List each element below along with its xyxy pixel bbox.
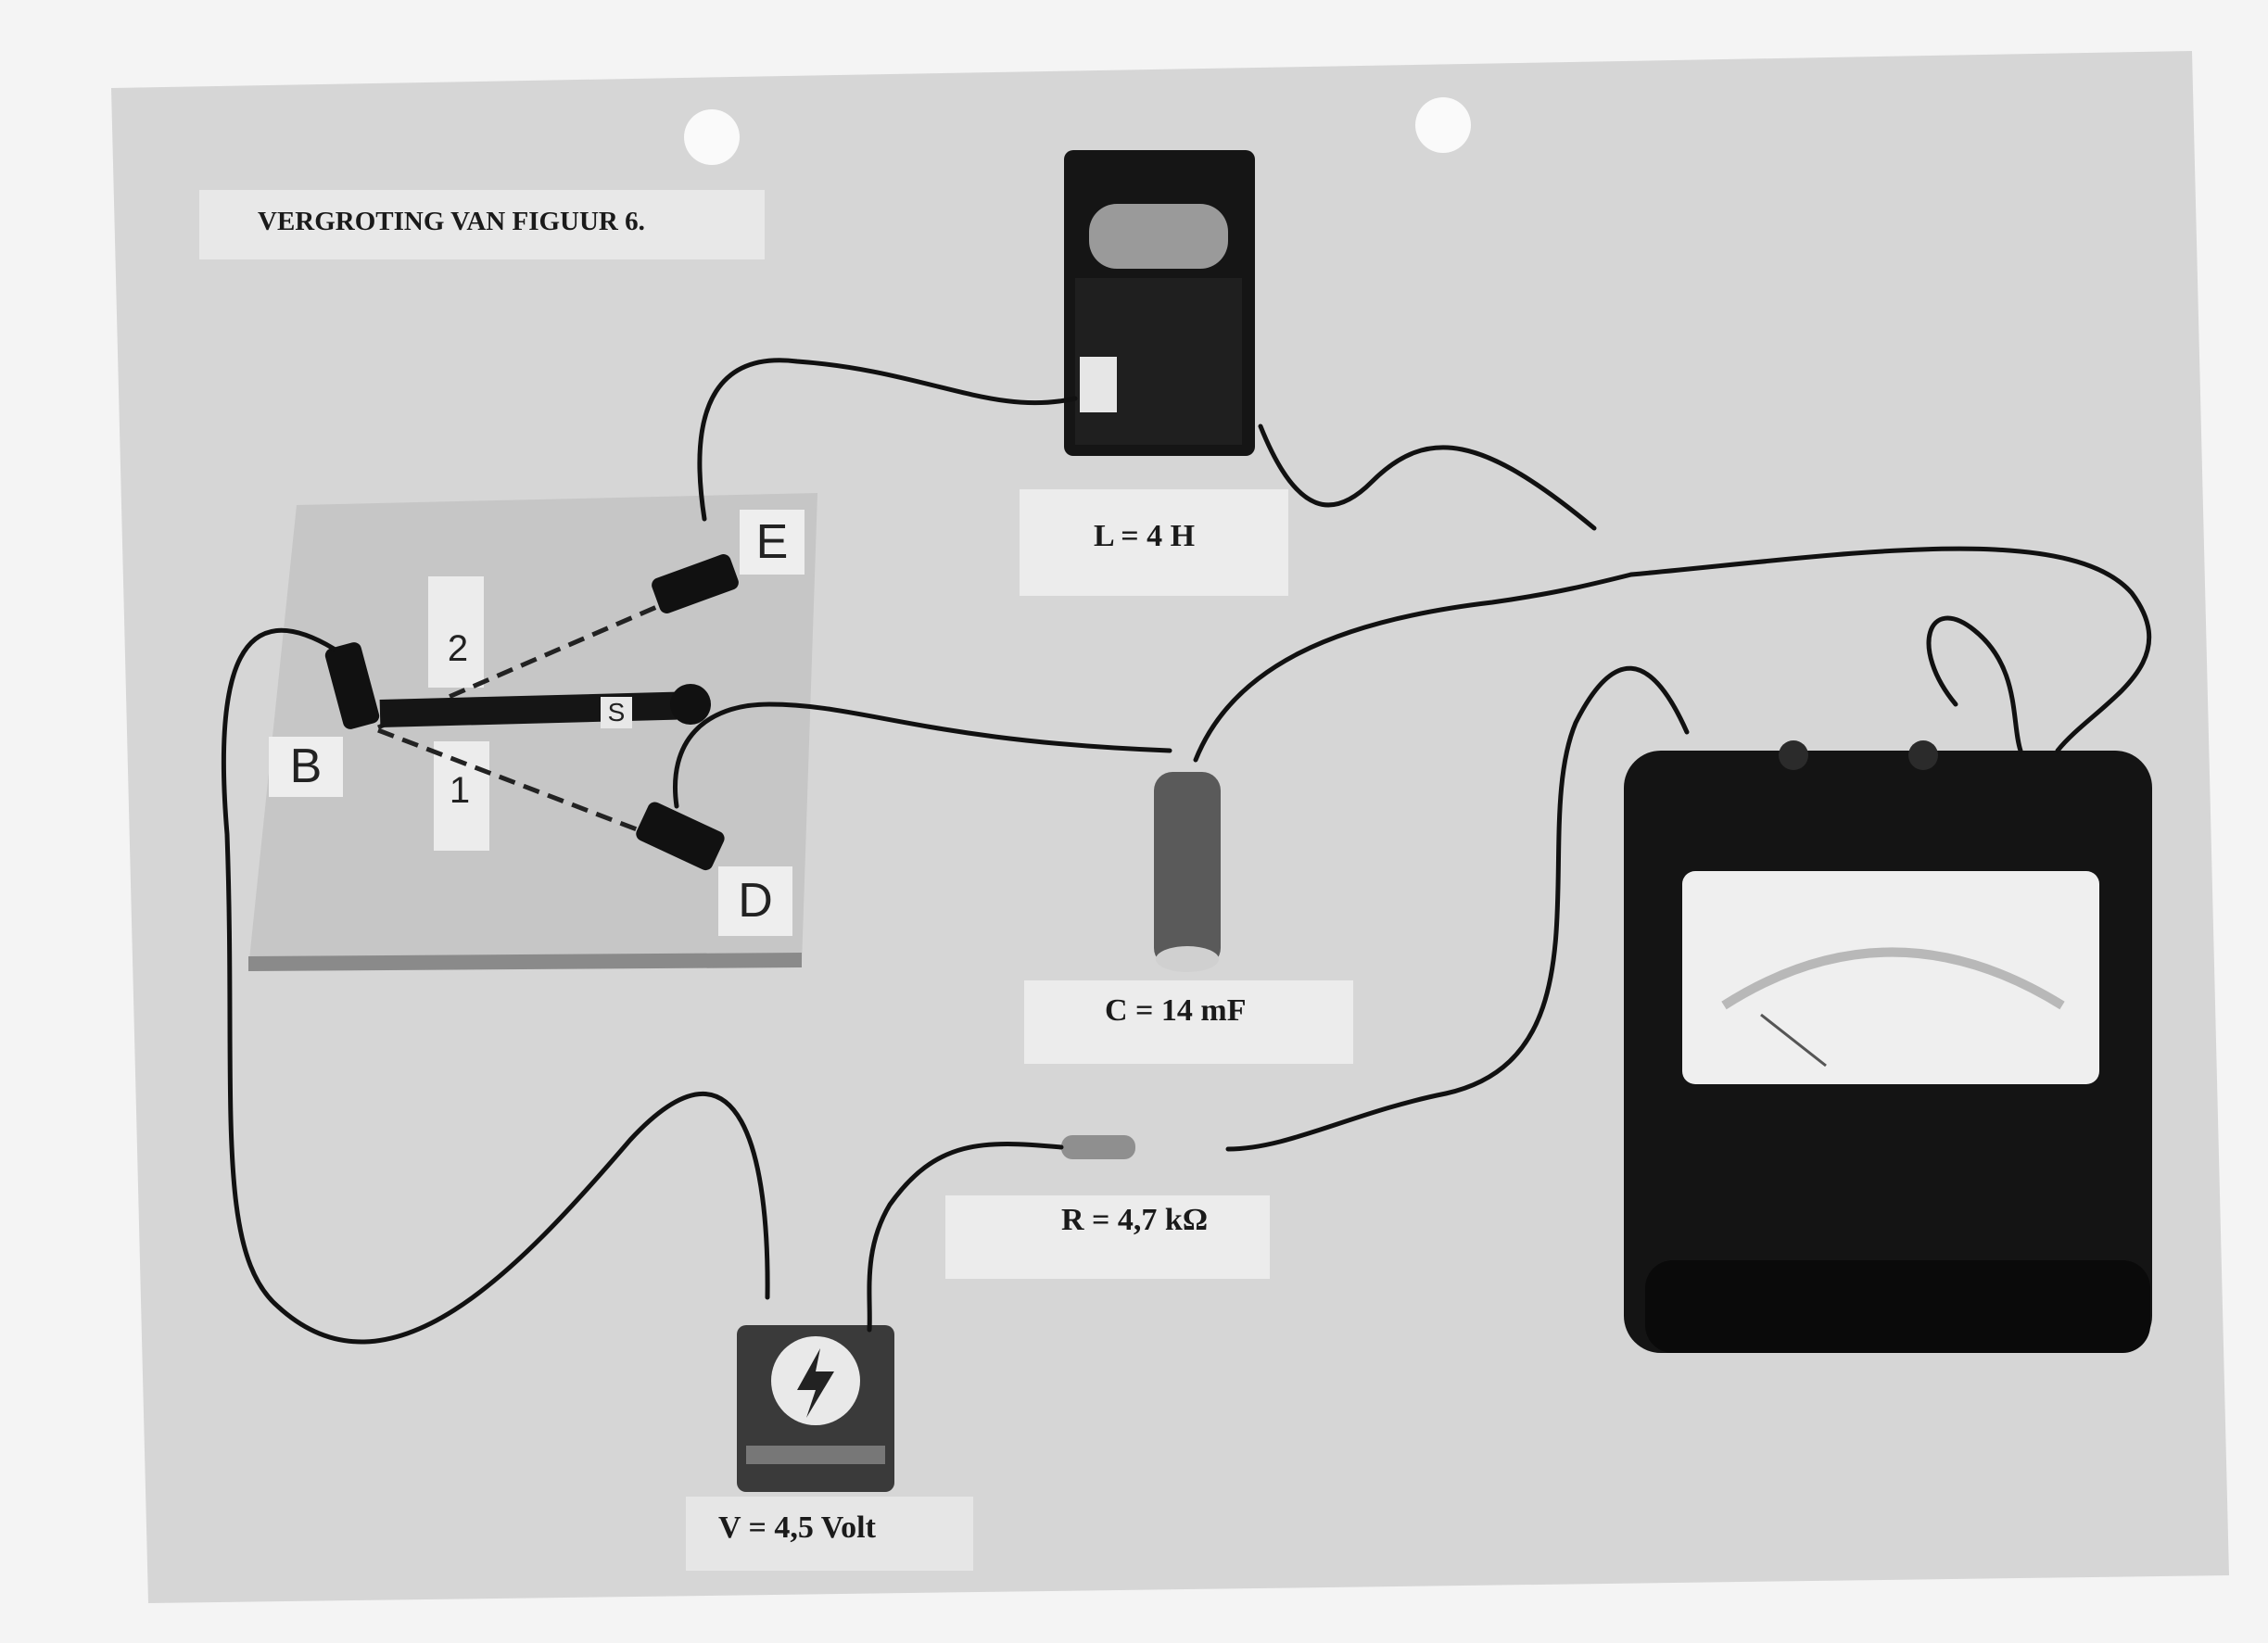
position-1-label: 1 — [449, 770, 471, 811]
point-d-label: D — [718, 866, 792, 936]
caption: VERGROTING VAN FIGUUR 6. — [258, 207, 645, 236]
inductor-label: L = 4 H — [1094, 519, 1196, 553]
meter-needle — [1760, 1013, 1827, 1068]
wire-inductor-to-junction — [1258, 423, 1597, 531]
punch-hole-left — [684, 109, 740, 165]
terminal-d — [636, 802, 725, 871]
wire-meter-loop — [1225, 665, 1690, 1152]
inductor-coil — [1089, 204, 1228, 269]
capacitor-tag — [1024, 980, 1353, 1064]
point-b-label: B — [269, 737, 343, 797]
wire-junction-to-meter — [1628, 546, 2152, 753]
dashed-path-1 — [377, 727, 650, 837]
terminal-e — [652, 554, 739, 613]
inductor-tag — [1020, 489, 1288, 596]
position-2-label: 2 — [447, 628, 469, 669]
battery-label: V = 4,5 Volt — [718, 1510, 876, 1545]
battery-lightning-icon — [797, 1348, 834, 1418]
switch-s-label: S — [607, 698, 626, 727]
meter-terminal-2 — [1908, 740, 1938, 770]
wire-b-to-battery — [221, 627, 770, 1345]
switch-knob — [670, 684, 711, 725]
wire-resistor-left — [867, 1141, 1064, 1333]
resistor-label: R = 4,7 kΩ — [1061, 1203, 1209, 1237]
tag-1 — [434, 741, 489, 851]
caption-tag — [199, 190, 765, 259]
wire-capacitor-to-junction — [1193, 572, 1634, 763]
meter-scale-arc — [1721, 947, 2065, 1010]
wire-meter-left — [1926, 615, 2023, 753]
point-e-label: E — [740, 510, 805, 575]
battery-tag — [686, 1497, 973, 1571]
terminal-b — [324, 642, 380, 729]
capacitor-body — [1154, 772, 1221, 967]
meter-base — [1645, 1260, 2150, 1353]
tag-2 — [428, 576, 484, 688]
resistor-tag — [945, 1195, 1270, 1279]
inductor-badge — [1080, 357, 1117, 412]
switch-board-edge — [248, 953, 802, 971]
capacitor-cap — [1156, 946, 1219, 972]
battery-band — [746, 1446, 885, 1464]
meter-terminal-1 — [1779, 740, 1808, 770]
capacitor-label: C = 14 mF — [1105, 993, 1247, 1028]
wires — [221, 358, 2152, 1345]
meter-face — [1682, 871, 2099, 1084]
resistor-body — [1061, 1135, 1135, 1159]
switch-s-tag — [601, 697, 632, 728]
wire-e-to-inductor — [697, 358, 1078, 522]
punch-hole-right — [1415, 97, 1471, 153]
wire-d-to-capacitor — [673, 701, 1172, 809]
